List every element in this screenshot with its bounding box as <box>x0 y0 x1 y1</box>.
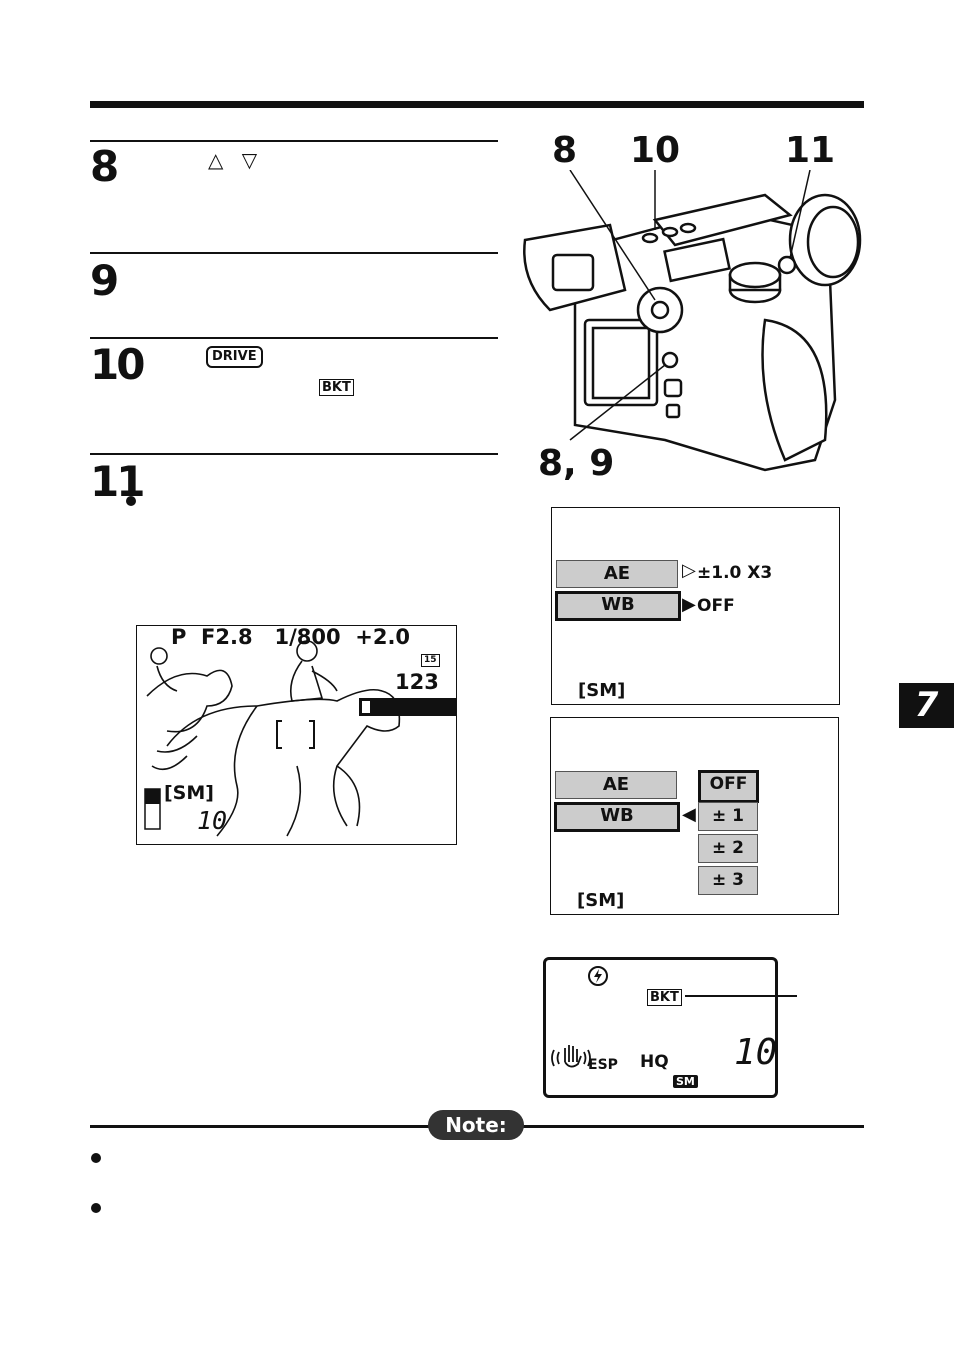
quality-indicator: [SM] <box>578 680 626 701</box>
remaining-frames: 10 <box>734 1032 778 1073</box>
quality-indicator: [SM] <box>164 782 214 804</box>
flash-off-icon <box>588 966 608 986</box>
control-panel-lcd: BKT ESP HQ SM 10 <box>543 957 778 1098</box>
bullet-icon <box>126 496 136 506</box>
callout-10: 10 <box>630 130 681 171</box>
menu-wb[interactable]: WB <box>555 591 681 621</box>
arrow-left-filled-icon: ◀ <box>682 804 696 825</box>
option-2[interactable]: ± 2 <box>698 834 758 863</box>
arrow-up-down-icon: △ ▽ <box>208 148 264 172</box>
step-number-11: 11 <box>90 457 145 506</box>
step-number-8: 8 <box>90 142 119 191</box>
bullet-icon <box>91 1153 101 1163</box>
size-sm-badge: SM <box>673 1075 698 1088</box>
image-stabilizer-icon <box>551 1045 591 1068</box>
step-divider <box>90 337 498 339</box>
bkt-icon: BKT <box>647 989 682 1006</box>
metering-esp: ESP <box>588 1057 618 1073</box>
quality-indicator: [SM] <box>577 890 625 911</box>
frame-count: 123 <box>395 670 439 694</box>
callout-8-9: 8, 9 <box>538 443 615 484</box>
chapter-tab: 7 <box>899 683 954 728</box>
option-off[interactable]: OFF <box>698 770 759 803</box>
callout-8: 8 <box>552 130 578 171</box>
menu-ae[interactable]: AE <box>556 560 678 588</box>
sequential-shooting-icon: 15 <box>421 654 440 667</box>
viewfinder-display: P F2.8 1/800 +2.0 15 123 [SM] 10 <box>136 625 457 845</box>
header-rule <box>90 101 864 108</box>
camera-illustration <box>523 170 862 472</box>
bracket-submenu: AE WB ◀ OFF ± 1 ± 2 ± 3 [SM] <box>550 717 839 915</box>
option-3[interactable]: ± 3 <box>698 866 758 895</box>
option-1[interactable]: ± 1 <box>698 802 758 831</box>
bkt-icon: BKT <box>319 379 354 396</box>
remaining-frames: 10 <box>197 806 228 835</box>
step-divider <box>90 252 498 254</box>
bkt-leader-line <box>685 995 797 997</box>
exposure-readout: P F2.8 1/800 +2.0 <box>171 625 411 649</box>
ae-value: ±1.0 X3 <box>697 563 773 583</box>
bracket-menu: AE ▷ ±1.0 X3 WB ▶ OFF [SM] <box>551 507 840 705</box>
step-divider <box>90 140 498 142</box>
callout-11: 11 <box>785 130 836 171</box>
bullet-icon <box>91 1203 101 1213</box>
racehorse-illustration <box>144 640 456 837</box>
menu-wb[interactable]: WB <box>554 802 680 832</box>
drive-button-icon: DRIVE <box>206 346 263 368</box>
step-number-10: 10 <box>90 340 145 389</box>
wb-value: OFF <box>697 596 735 616</box>
arrow-right-filled-icon: ▶ <box>682 594 696 615</box>
arrow-right-outline-icon: ▷ <box>682 560 696 581</box>
menu-ae[interactable]: AE <box>555 771 677 799</box>
note-badge: Note: <box>428 1110 524 1140</box>
step-number-9: 9 <box>90 256 119 305</box>
quality-hq: HQ <box>640 1052 669 1072</box>
step-divider <box>90 453 498 455</box>
